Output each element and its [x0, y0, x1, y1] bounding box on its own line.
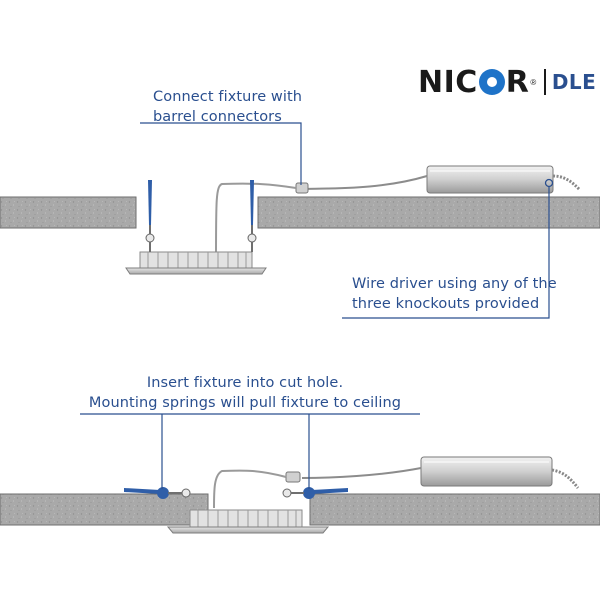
bottom-spring-right: [282, 487, 348, 499]
knockout-marker: [544, 178, 554, 188]
top-spring-left: [145, 180, 155, 252]
bottom-fixture: [166, 509, 330, 534]
top-spring-right: [247, 180, 257, 252]
top-fixture: [125, 251, 267, 275]
bottom-driver-box: [420, 456, 580, 489]
registered-mark: ®: [530, 77, 537, 87]
brand-o-icon: [478, 68, 505, 95]
callout-insert-line-1: Insert fixture into cut hole.: [146, 375, 344, 391]
callout-insert-line-2: Mounting springs will pull fixture to ce…: [88, 395, 402, 411]
connect-leader-line: [140, 122, 302, 185]
callout-driver-line-1: Wire driver using any of the: [352, 276, 557, 292]
bottom-barrel-connector: [213, 469, 301, 509]
bottom-cable: [301, 467, 422, 479]
driver-leader-line: [342, 187, 550, 319]
top-barrel-connector: [215, 182, 309, 261]
top-driver-box: [426, 165, 582, 194]
callout-connect-line-2: barrel connectors: [153, 109, 282, 125]
brand-separator: [544, 69, 546, 95]
callout-connect-line-1: Connect fixture with: [153, 89, 303, 105]
brand-subbrand: DLE: [551, 70, 597, 94]
callout-connect: Connect fixture with barrel connectors: [153, 87, 302, 127]
callout-driver-line-2: three knockouts provided: [352, 296, 540, 312]
callout-insert: Insert fixture into cut hole. Mounting s…: [80, 373, 410, 413]
top-ceiling: [0, 196, 600, 229]
top-cable: [305, 175, 428, 190]
bottom-spring-left: [124, 487, 191, 499]
callout-driver: Wire driver using any of the three knock…: [352, 274, 557, 314]
bottom-ceiling: [0, 493, 600, 526]
